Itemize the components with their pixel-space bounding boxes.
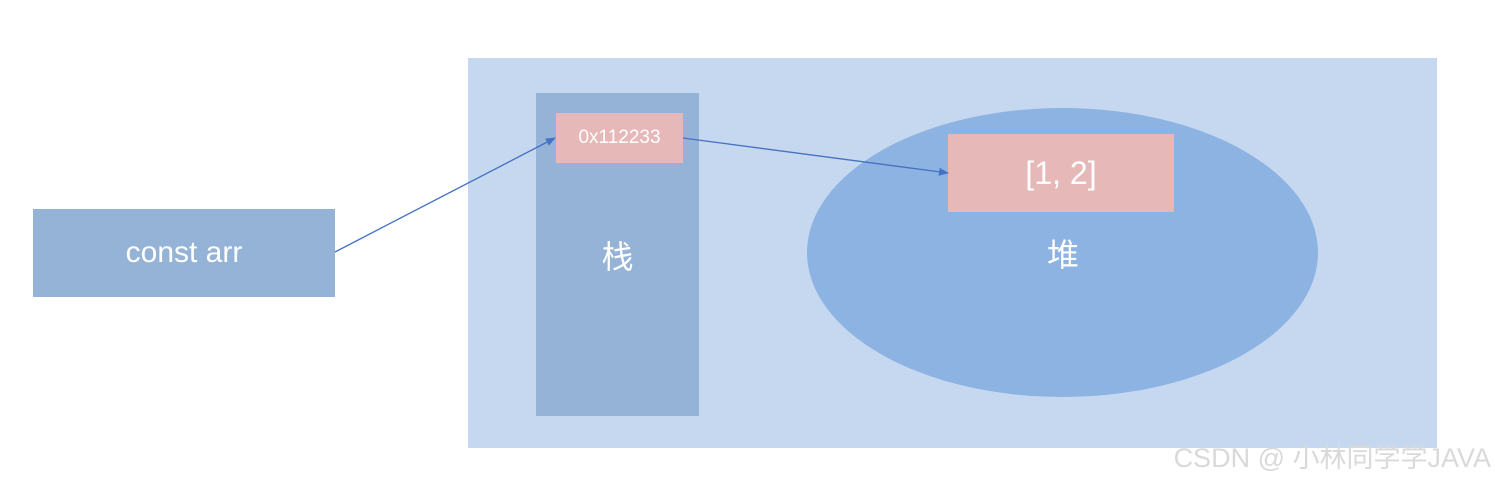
heap-label: 堆 [1046, 236, 1079, 274]
address-box: 0x112233 [556, 113, 683, 163]
variable-label: const arr [125, 236, 243, 269]
stack-label: 栈 [601, 238, 634, 276]
heap-value-label: [1, 2] [1025, 154, 1097, 191]
heap-value-box: [1, 2] [948, 134, 1174, 212]
watermark: CSDN @ 小林同学学JAVA [1173, 443, 1491, 473]
address-label: 0x112233 [578, 127, 661, 148]
variable-box: const arr [33, 209, 335, 297]
